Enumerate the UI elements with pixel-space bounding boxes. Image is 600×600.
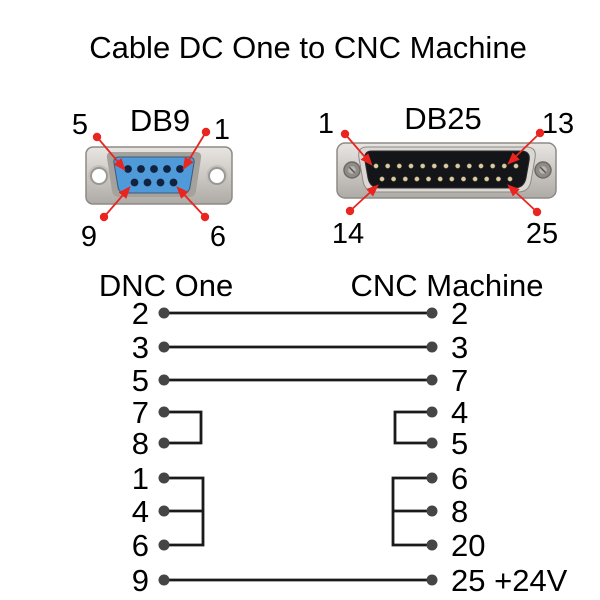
db25-connector: DB25 <box>318 101 574 250</box>
db9-pin-7 <box>156 178 165 187</box>
right-jumper-4-5 <box>393 410 432 445</box>
db25-callout-label-14: 14 <box>332 218 364 250</box>
db9-face <box>113 156 195 194</box>
left-pin-row-2: 5 <box>132 363 149 398</box>
db9-pin-9 <box>130 178 139 187</box>
db25-pins <box>373 163 519 182</box>
db25-callout-label-1: 1 <box>318 108 334 140</box>
db9-callout-label-6: 6 <box>210 221 226 253</box>
db25-callout-label-25: 25 <box>526 218 558 250</box>
db9-callout-line-5 <box>96 136 126 171</box>
right-pin-row-5: 6 <box>451 461 468 496</box>
db9-callouts: 5 1 9 6 <box>72 109 230 253</box>
left-pin-row-3: 7 <box>132 395 149 430</box>
left-pin-row-7: 6 <box>132 528 149 563</box>
db9-pin-4 <box>137 165 145 173</box>
db9-callout-dot-6 <box>200 212 210 222</box>
db9-pin-1 <box>176 165 184 173</box>
db25-callout-label-13: 13 <box>542 108 574 140</box>
db25-callouts: 1 13 14 25 <box>318 108 574 250</box>
db25-callout-dot-1 <box>340 129 350 139</box>
db9-connector: DB9 5 1 <box>72 103 233 253</box>
right-column-header: CNC Machine <box>351 268 544 303</box>
wiring-diagram: DNC One CNC Machine <box>99 268 568 598</box>
db25-label: DB25 <box>404 101 482 136</box>
db9-callout-dot-5 <box>92 132 102 142</box>
db25-face <box>364 150 530 189</box>
db9-pin-6 <box>169 178 178 187</box>
left-pin-row-0: 2 <box>132 296 149 331</box>
db25-callout-dot-13 <box>535 128 545 138</box>
db9-callout-dot-1 <box>201 127 211 137</box>
right-pin-row-0: 2 <box>451 296 468 331</box>
left-pin-row-1: 3 <box>132 330 149 365</box>
right-pin-row-2: 7 <box>451 363 468 398</box>
left-pin-row-8: 9 <box>132 563 149 598</box>
db9-pin-5 <box>124 165 132 173</box>
jumper-brackets <box>164 410 432 547</box>
db25-callout-line-25 <box>507 184 538 213</box>
db25-callout-line-1 <box>344 133 373 166</box>
right-pin-row-8: 25 +24V <box>451 563 568 598</box>
left-column-header: DNC One <box>99 268 233 303</box>
db9-pin-8 <box>143 178 152 187</box>
db9-callout-label-9: 9 <box>81 221 97 253</box>
db9-pin-2 <box>163 165 171 173</box>
right-pin-numbers: 2 3 7 4 5 6 8 20 25 +24V <box>451 296 568 598</box>
right-jumper-6-8-20 <box>391 476 432 547</box>
straight-wires <box>164 311 432 582</box>
terminal-dots <box>158 307 438 586</box>
db9-callout-line-9 <box>103 186 131 218</box>
db25-callout-dot-14 <box>345 206 355 216</box>
db9-pin-3 <box>150 165 158 173</box>
db9-mount-hole-right <box>208 167 226 185</box>
left-pin-row-4: 8 <box>132 426 149 461</box>
right-pin-row-7: 20 <box>451 528 485 563</box>
left-pin-numbers: 2 3 5 7 8 1 4 6 9 <box>132 296 149 598</box>
right-pin-row-4: 5 <box>451 426 468 461</box>
left-pin-row-5: 1 <box>132 461 149 496</box>
db25-callout-dot-25 <box>532 207 542 217</box>
right-pin-row-6: 8 <box>451 494 468 529</box>
right-pin-row-1: 3 <box>451 330 468 365</box>
page-title: Cable DC One to CNC Machine <box>89 30 527 65</box>
left-jumper-1-4-6 <box>164 476 205 547</box>
db9-callout-dot-9 <box>99 212 109 222</box>
db9-pin-holes <box>124 165 184 187</box>
db25-screw-right <box>534 161 552 179</box>
db25-callout-line-14 <box>349 184 379 212</box>
left-pin-row-6: 4 <box>132 494 149 529</box>
db9-callout-line-6 <box>176 186 206 218</box>
db9-mount-hole-left <box>90 167 108 185</box>
db25-screw-left <box>343 161 361 179</box>
db9-callout-label-5: 5 <box>72 109 88 141</box>
right-pin-row-3: 4 <box>451 395 468 430</box>
db25-callout-line-13 <box>507 132 541 165</box>
db9-callout-label-1: 1 <box>214 114 230 146</box>
db9-callout-line-1 <box>182 131 207 171</box>
db9-label: DB9 <box>130 103 190 138</box>
left-jumper-7-8 <box>164 410 203 445</box>
